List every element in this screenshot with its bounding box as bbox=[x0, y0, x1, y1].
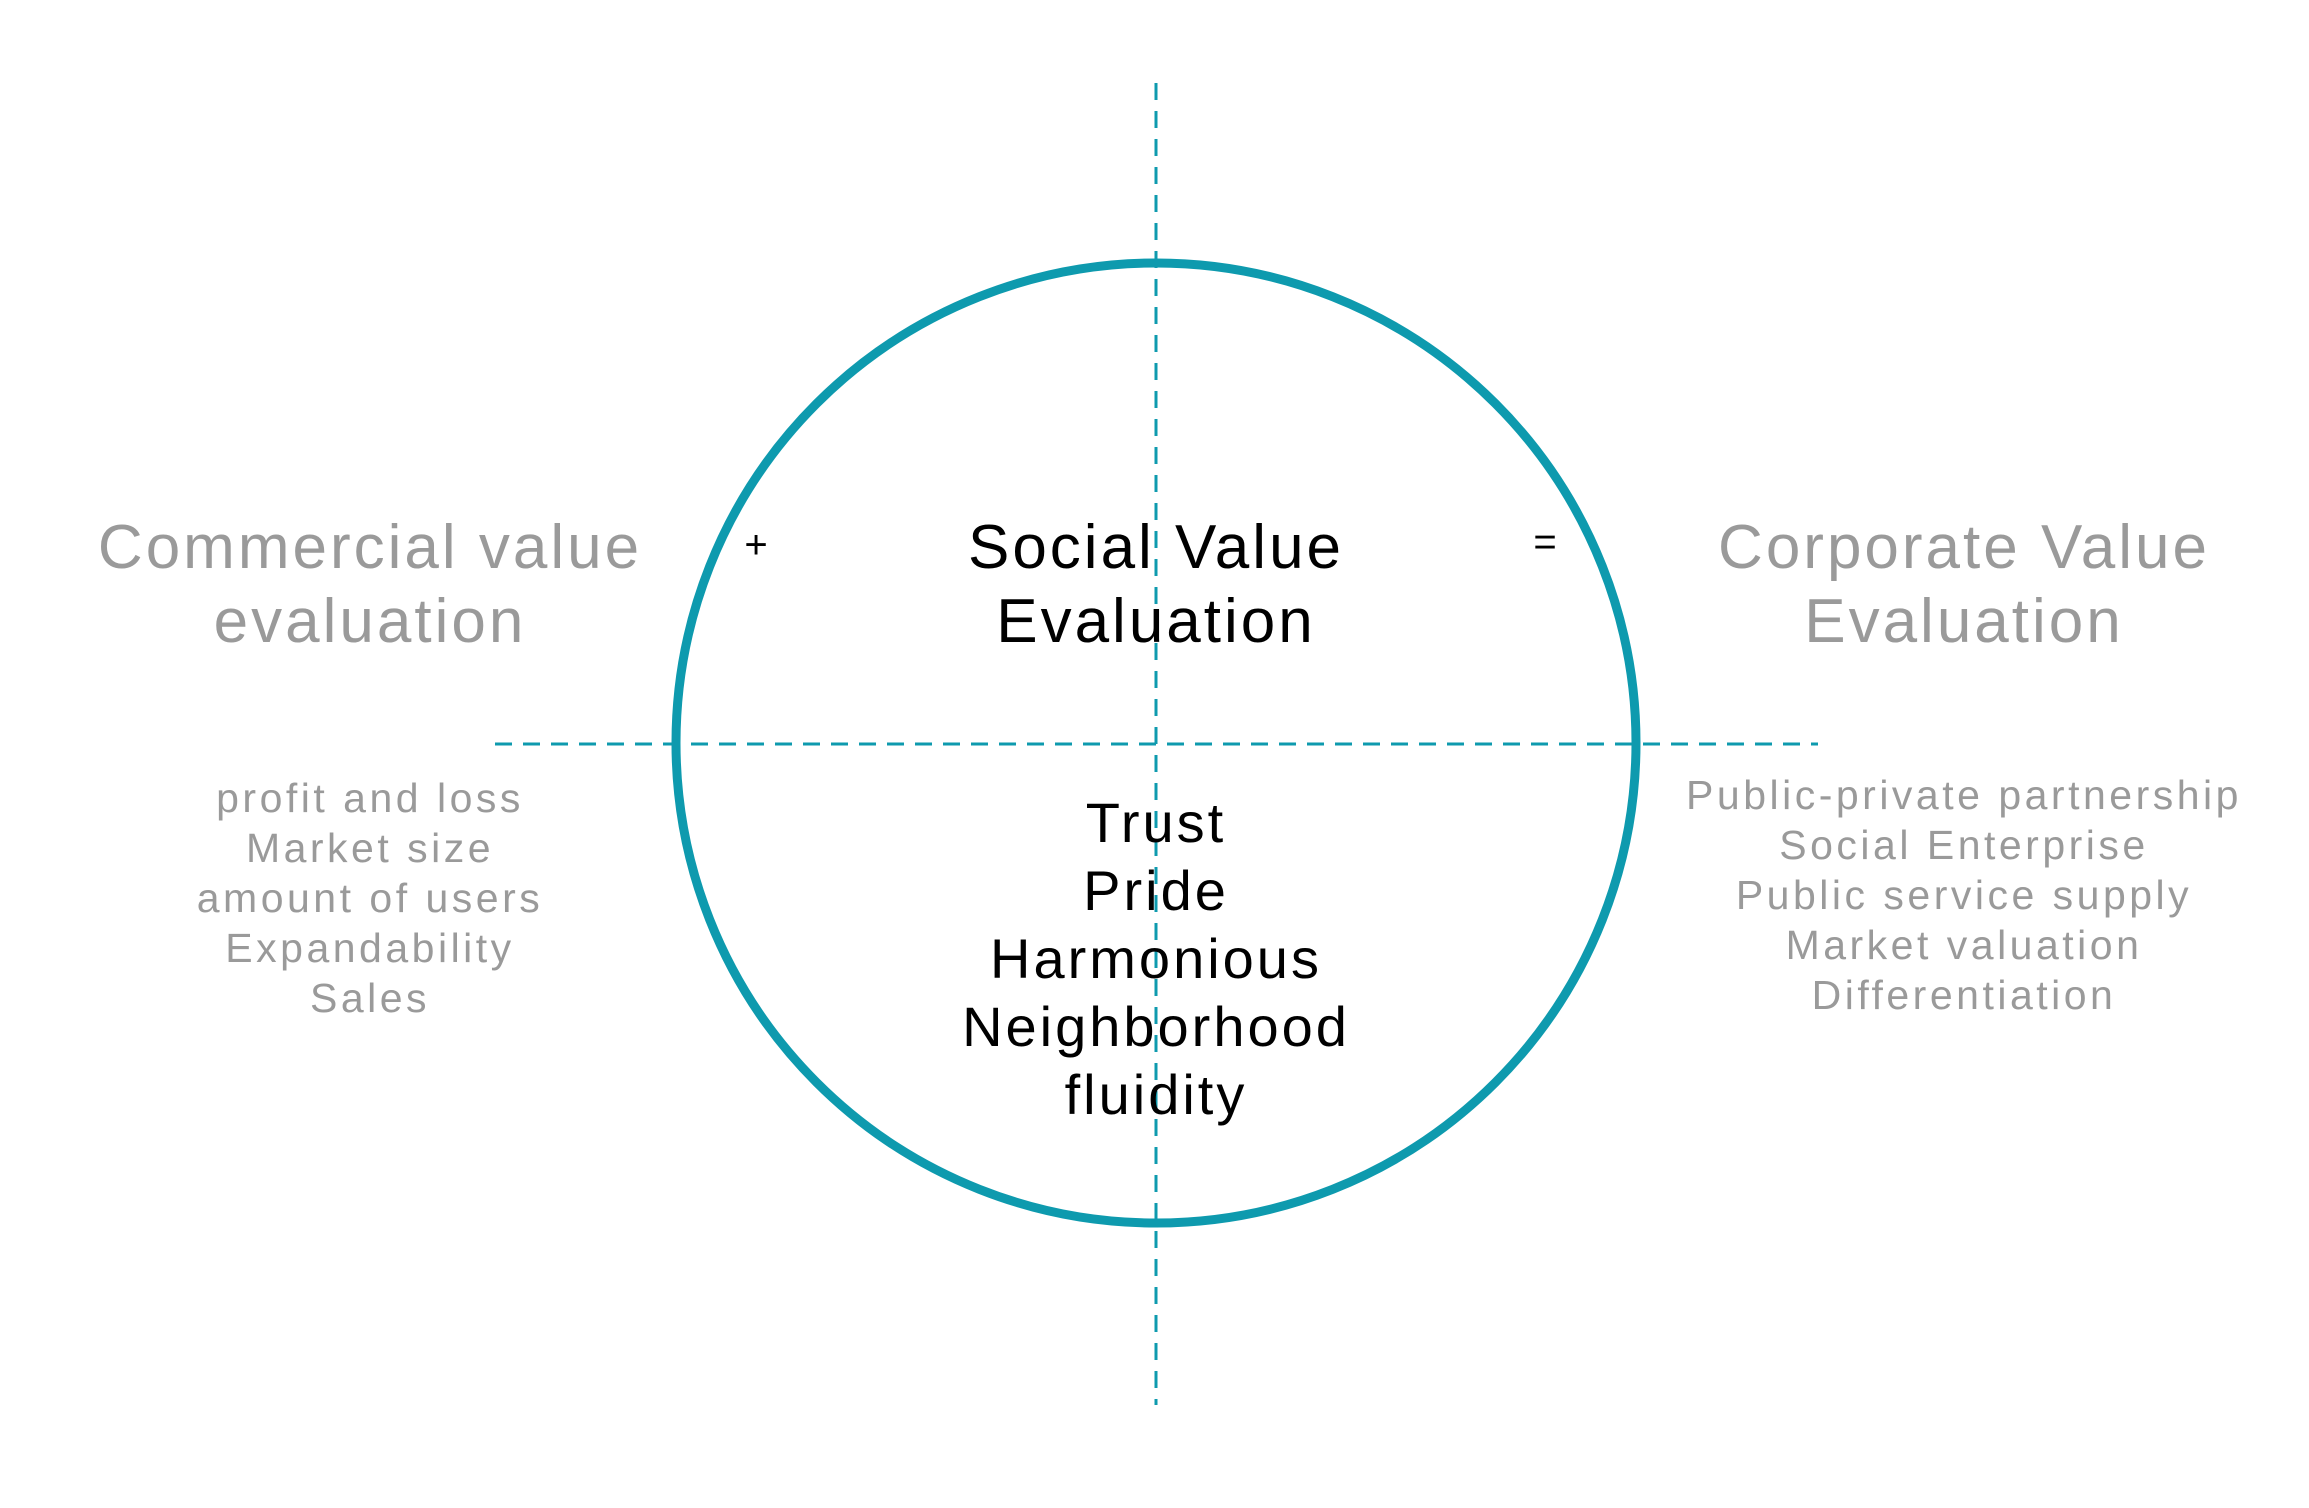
corporate-item-3: Public service supply bbox=[1735, 872, 2193, 918]
corporate-item-1: Public-private partnership bbox=[1686, 772, 2242, 818]
commercial-item-5: Sales bbox=[309, 975, 431, 1021]
commercial-title-line-1: Commercial value bbox=[97, 513, 643, 582]
commercial-value-title: Commercial value evaluation bbox=[40, 511, 700, 659]
equals-operator: = bbox=[1533, 520, 1557, 564]
social-value-items: Trust Pride Harmonious Neighborhood flui… bbox=[886, 789, 1426, 1129]
corporate-item-5: Differentiation bbox=[1811, 972, 2117, 1018]
corporate-value-items: Public-private partnership Social Enterp… bbox=[1644, 770, 2284, 1020]
social-title-line-2: Evaluation bbox=[996, 587, 1316, 656]
social-title-line-1: Social Value bbox=[967, 513, 1345, 582]
social-item-1: Trust bbox=[1085, 791, 1227, 854]
corporate-title-line-1: Corporate Value bbox=[1718, 513, 2210, 582]
social-item-3: Harmonious bbox=[990, 927, 1322, 990]
commercial-item-4: Expandability bbox=[225, 925, 515, 971]
corporate-item-4: Market valuation bbox=[1785, 922, 2143, 968]
commercial-title-line-2: evaluation bbox=[213, 587, 527, 656]
commercial-item-2: Market size bbox=[245, 825, 495, 871]
corporate-item-2: Social Enterprise bbox=[1779, 822, 2149, 868]
plus-operator: + bbox=[744, 523, 768, 567]
commercial-value-items: profit and loss Market size amount of us… bbox=[110, 773, 630, 1023]
corporate-title-line-2: Evaluation bbox=[1804, 587, 2124, 656]
commercial-item-3: amount of users bbox=[196, 875, 544, 921]
commercial-item-1: profit and loss bbox=[216, 775, 524, 821]
corporate-value-title: Corporate Value Evaluation bbox=[1644, 511, 2284, 659]
social-item-5: fluidity bbox=[1064, 1063, 1248, 1126]
social-item-4: Neighborhood bbox=[962, 995, 1350, 1058]
social-value-title: Social Value Evaluation bbox=[856, 511, 1456, 659]
social-item-2: Pride bbox=[1083, 859, 1229, 922]
